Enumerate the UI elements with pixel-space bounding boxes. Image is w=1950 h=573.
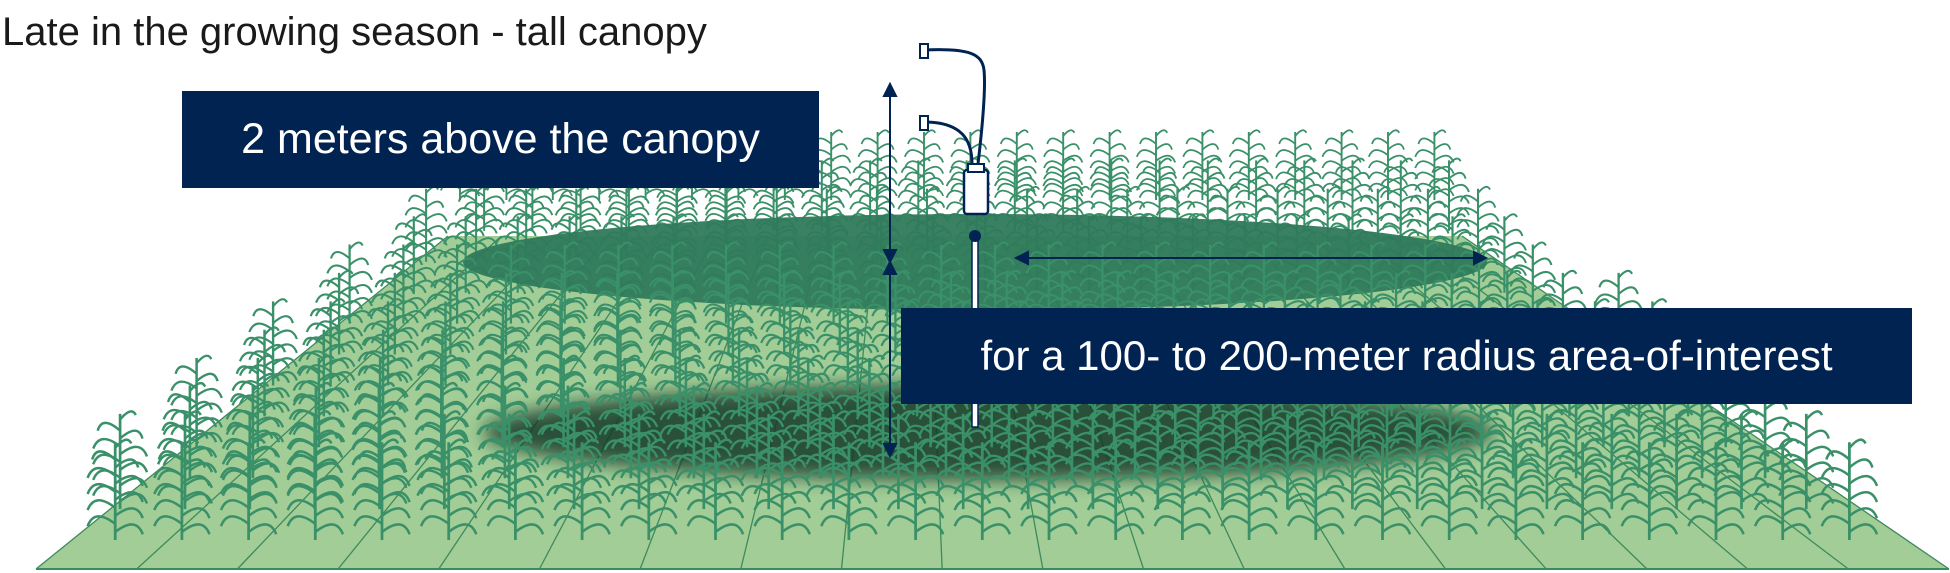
double-arrow-icon <box>1013 250 1489 266</box>
height-label: 2 meters above the canopy <box>182 91 819 188</box>
radius-label: for a 100- to 200-meter radius area-of-i… <box>901 308 1912 404</box>
double-arrow-icon <box>882 81 898 459</box>
diagram-title: Late in the growing season - tall canopy <box>2 10 707 54</box>
